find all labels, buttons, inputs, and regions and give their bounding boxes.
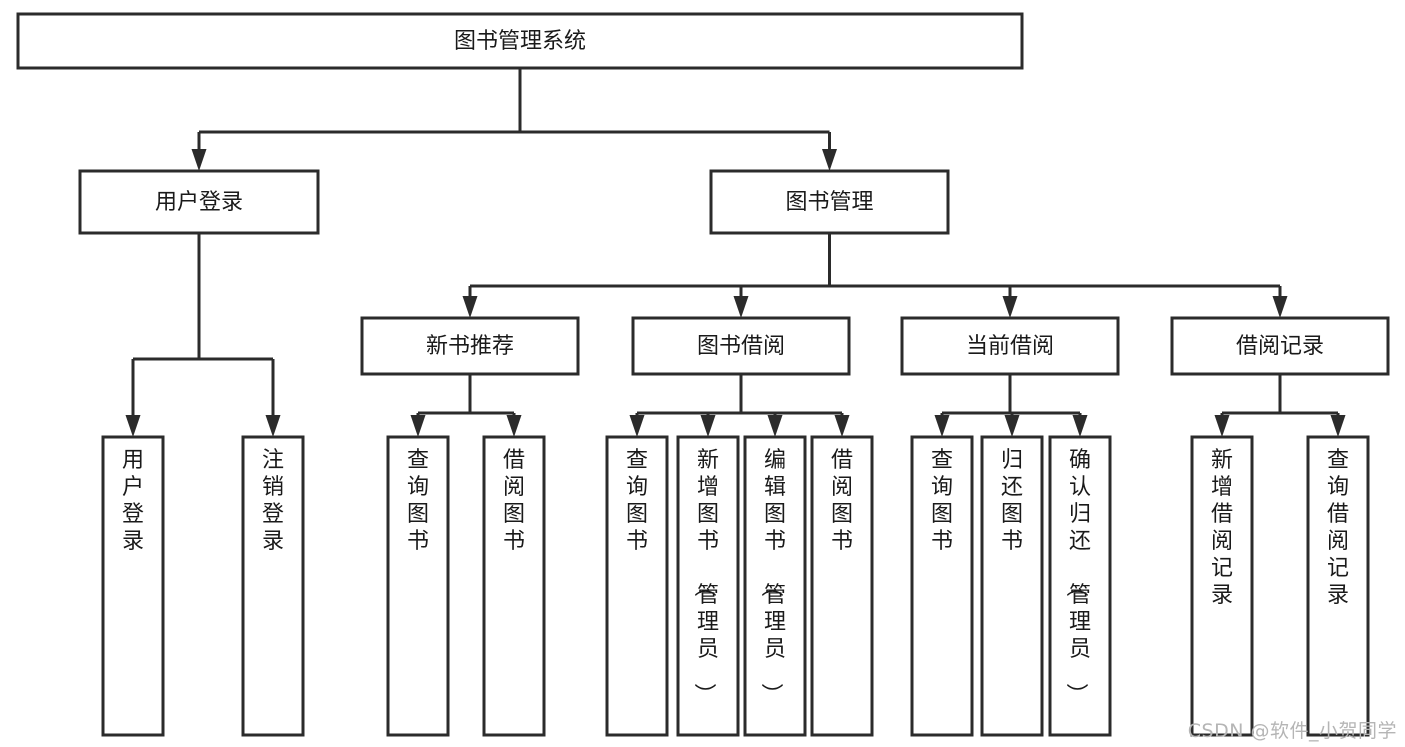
node-box-current-borrow	[900, 316, 1120, 376]
node-label-leaf-return-book: 归还图书	[1001, 448, 1023, 554]
node-book-borrow[interactable]: 图书借阅	[631, 316, 851, 376]
node-box-leaf-edit-book-admin	[743, 435, 807, 737]
node-box-leaf-add-borrow-record	[1190, 435, 1254, 737]
node-new-book-recommend[interactable]: 新书推荐	[360, 316, 580, 376]
node-box-new-book-recommend	[360, 316, 580, 376]
node-box-leaf-user-login	[101, 435, 165, 737]
node-leaf-query-book-1[interactable]: 查询图书	[386, 435, 450, 737]
node-label-book-manage: 图书管理	[785, 190, 873, 215]
node-label-leaf-borrow-book-2: 借阅图书	[831, 448, 853, 554]
node-box-book-borrow	[631, 316, 851, 376]
node-label-leaf-user-login: 用户登录	[122, 448, 144, 554]
node-leaf-query-book-3[interactable]: 查询图书	[910, 435, 974, 737]
node-label-book-borrow: 图书借阅	[697, 334, 785, 359]
node-current-borrow[interactable]: 当前借阅	[900, 316, 1120, 376]
node-label-leaf-query-book-3: 查询图书	[931, 448, 953, 554]
node-layer: 图书管理系统用户登录图书管理新书推荐图书借阅当前借阅借阅记录用户登录注销登录查询…	[16, 12, 1390, 737]
node-leaf-borrow-book-2[interactable]: 借阅图书	[810, 435, 874, 737]
node-label-borrow-record: 借阅记录	[1236, 334, 1324, 359]
node-box-leaf-query-borrow-record	[1306, 435, 1370, 737]
node-label-leaf-query-book-2: 查询图书	[626, 448, 648, 554]
node-box-borrow-record	[1170, 316, 1390, 376]
node-label-leaf-edit-book-admin: 编辑图书（管理员）	[758, 448, 786, 705]
node-label-leaf-borrow-book-1: 借阅图书	[503, 448, 525, 554]
node-label-leaf-confirm-return-admin: 确认归还（管理员）	[1063, 448, 1091, 705]
node-leaf-add-borrow-record[interactable]: 新增借阅记录	[1190, 435, 1254, 737]
node-box-leaf-return-book	[980, 435, 1044, 737]
node-label-leaf-add-book-admin: 新增图书（管理员）	[691, 448, 719, 705]
node-box-user-login	[78, 169, 320, 235]
node-leaf-confirm-return-admin[interactable]: 确认归还（管理员）	[1048, 435, 1112, 737]
node-box-book-manage	[709, 169, 950, 235]
node-box-root	[16, 12, 1024, 70]
node-box-leaf-confirm-return-admin	[1048, 435, 1112, 737]
node-label-leaf-query-book-1: 查询图书	[407, 448, 429, 554]
node-user-login[interactable]: 用户登录	[78, 169, 320, 235]
node-box-leaf-add-book-admin	[676, 435, 740, 737]
node-label-leaf-add-borrow-record: 新增借阅记录	[1211, 448, 1233, 608]
node-leaf-user-login[interactable]: 用户登录	[101, 435, 165, 737]
node-leaf-logout-login[interactable]: 注销登录	[241, 435, 305, 737]
node-label-current-borrow: 当前借阅	[966, 334, 1054, 359]
node-box-leaf-logout-login	[241, 435, 305, 737]
node-box-leaf-borrow-book-2	[810, 435, 874, 737]
node-label-user-login: 用户登录	[155, 190, 243, 215]
node-leaf-return-book[interactable]: 归还图书	[980, 435, 1044, 737]
node-box-leaf-query-book-2	[605, 435, 669, 737]
node-root[interactable]: 图书管理系统	[16, 12, 1024, 70]
node-leaf-borrow-book-1[interactable]: 借阅图书	[482, 435, 546, 737]
node-label-root: 图书管理系统	[454, 29, 586, 54]
node-label-new-book-recommend: 新书推荐	[426, 334, 514, 359]
connector-layer	[125, 68, 1346, 437]
node-leaf-add-book-admin[interactable]: 新增图书（管理员）	[676, 435, 740, 737]
node-leaf-query-book-2[interactable]: 查询图书	[605, 435, 669, 737]
node-box-leaf-query-book-3	[910, 435, 974, 737]
node-book-manage[interactable]: 图书管理	[709, 169, 950, 235]
node-box-leaf-query-book-1	[386, 435, 450, 737]
node-leaf-edit-book-admin[interactable]: 编辑图书（管理员）	[743, 435, 807, 737]
node-label-leaf-query-borrow-record: 查询借阅记录	[1327, 448, 1349, 608]
node-borrow-record[interactable]: 借阅记录	[1170, 316, 1390, 376]
node-box-leaf-borrow-book-1	[482, 435, 546, 737]
node-leaf-query-borrow-record[interactable]: 查询借阅记录	[1306, 435, 1370, 737]
node-label-leaf-logout-login: 注销登录	[262, 448, 284, 554]
